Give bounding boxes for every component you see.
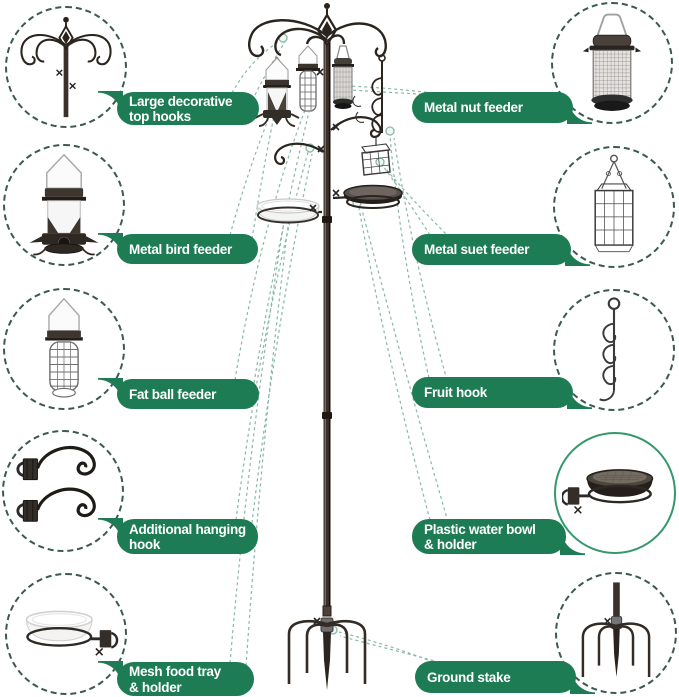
wing-nuts <box>309 68 340 625</box>
pole-mesh-tray <box>332 184 403 209</box>
label-mesh-food-tray-holder: Mesh food tray& holder <box>98 661 254 696</box>
top-hooks <box>248 19 387 58</box>
inset-metal-nut-feeder <box>551 2 673 124</box>
leader-line-nodes <box>267 33 395 635</box>
label-plastic-water-bowl-holder: Plastic water bowl& holder <box>412 519 585 555</box>
decorative-top-hooks-icon <box>20 16 112 118</box>
hanging-bird-feeder <box>254 56 300 127</box>
metal-bird-feeder-icon <box>29 153 99 256</box>
mesh-food-tray-icon <box>25 610 119 656</box>
label-metal-bird-feeder: Metal bird feeder <box>98 233 258 264</box>
label-ground-stake: Ground stake <box>415 661 595 694</box>
label-metal-suet-feeder: Metal suet feeder <box>412 234 590 266</box>
side-hanging-arms <box>274 116 382 166</box>
label-fruit-hook: Fruit hook <box>412 377 592 409</box>
metal-suet-feeder-icon <box>594 154 634 253</box>
inset-plastic-water-bowl <box>554 432 676 554</box>
label-fat-ball-feeder: Fat ball feeder <box>98 378 259 409</box>
hanging-fruit-hook <box>352 54 386 133</box>
inset-additional-hanging-hooks <box>2 430 124 552</box>
leader-lines <box>229 39 453 667</box>
hanging-suet-cage <box>361 137 391 176</box>
pole-white-tray <box>256 198 322 224</box>
hanging-fat-ball-feeder <box>296 45 320 112</box>
pole-ground-stake <box>287 605 367 690</box>
hanging-nut-feeder <box>332 45 354 109</box>
hanging-hooks-icon <box>16 445 96 522</box>
label-metal-nut-feeder: Metal nut feeder <box>412 92 592 124</box>
water-bowl-holder-icon <box>562 469 654 514</box>
main-pole <box>322 28 332 614</box>
ground-stake-icon <box>581 582 651 677</box>
fruit-hook-icon <box>599 297 621 402</box>
fat-ball-feeder-icon <box>45 297 83 398</box>
metal-nut-feeder-icon <box>582 13 642 111</box>
